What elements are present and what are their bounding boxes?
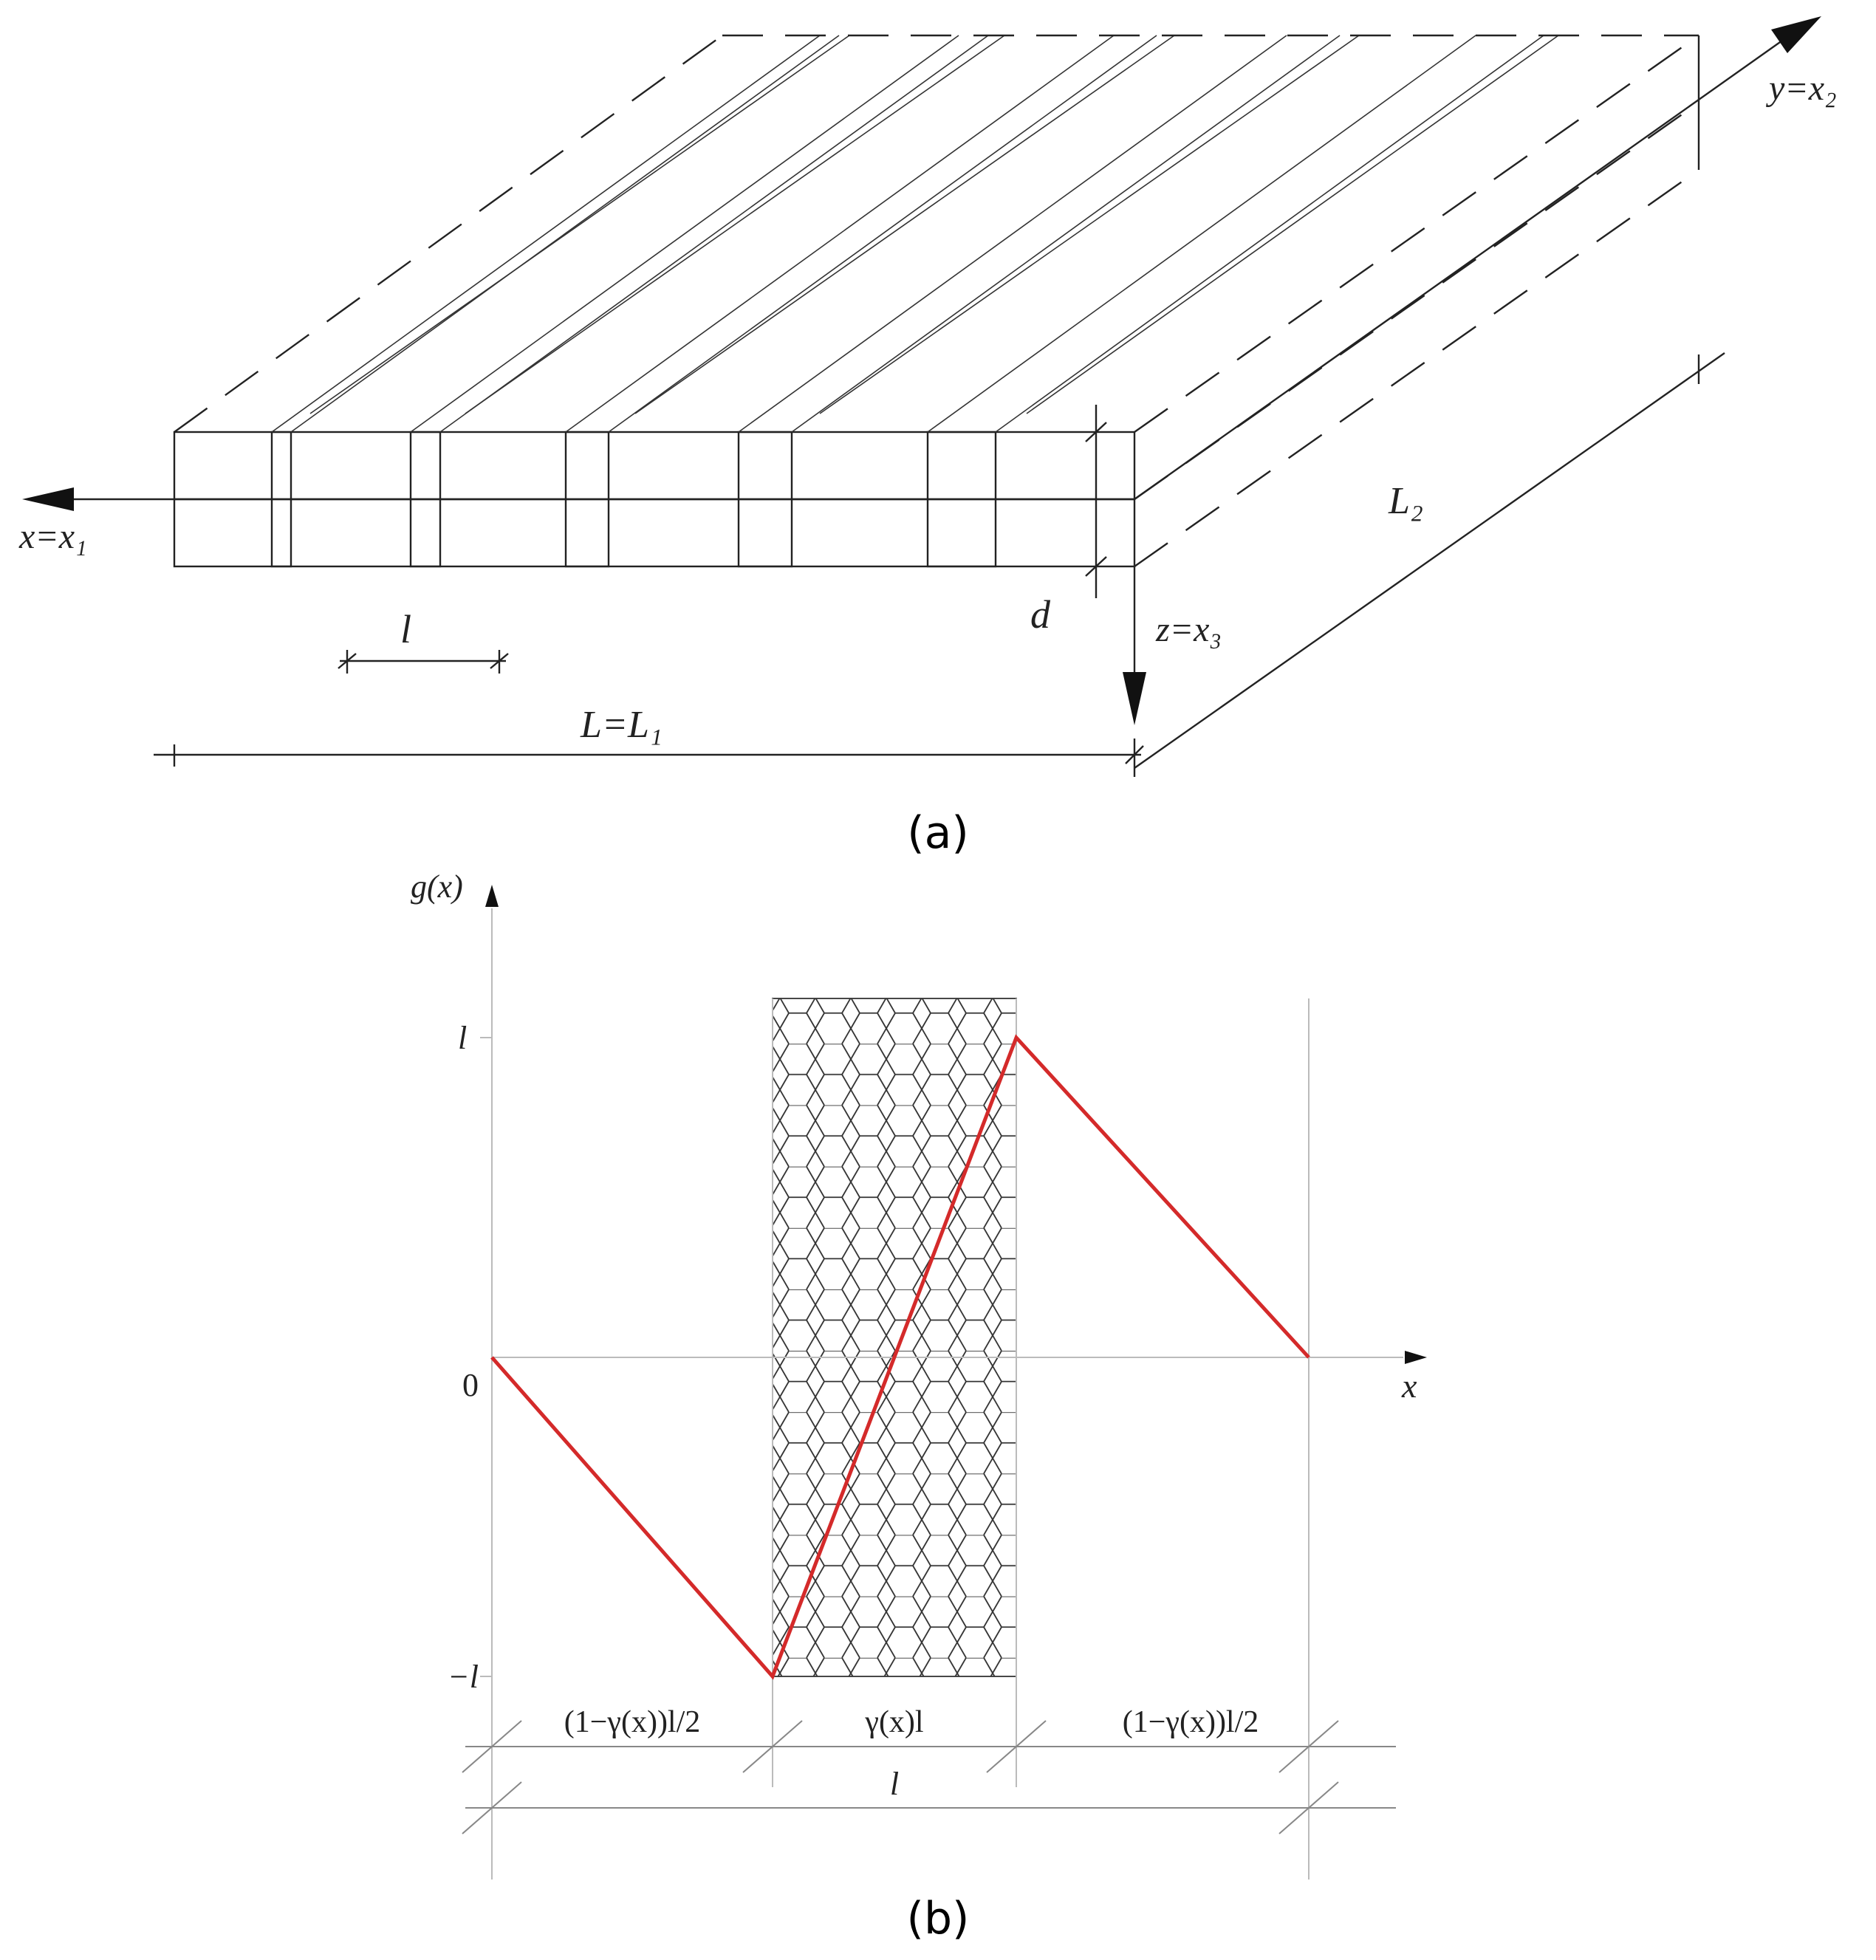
segment-mid-label: γ(x)l	[864, 1705, 923, 1739]
segment-right-label: (1−γ(x))l/2	[1123, 1705, 1259, 1739]
dimension-L2	[1134, 352, 1725, 769]
tick-bottom-label: −l	[448, 1659, 479, 1695]
dimension-L	[154, 739, 1144, 777]
honeycomb-band	[772, 998, 1017, 1677]
tick-zero-label: 0	[462, 1367, 479, 1403]
g-axis	[480, 885, 499, 1677]
panel-b: g(x) x l 0 −l (1−γ(x))l/2 γ(x)l (1−γ(x))…	[411, 868, 1427, 1944]
g-function-line	[490, 1034, 1310, 1680]
x-axis-b	[492, 1351, 1427, 1364]
x-axis-b-label: x	[1401, 1367, 1417, 1405]
dim-length-label: L=L₁	[580, 704, 663, 746]
dim-width-label: L₂	[1388, 480, 1423, 522]
y-axis-arrow	[1134, 16, 1821, 500]
x-axis-label: x=x₁	[18, 517, 87, 556]
dimension-d	[1085, 405, 1107, 598]
z-axis-arrow	[1123, 566, 1146, 725]
plate-hidden-edges	[174, 34, 1700, 567]
z-axis-label: z=x₃	[1155, 610, 1222, 649]
segment-dimension	[462, 1720, 1396, 1834]
g-axis-label: g(x)	[411, 868, 463, 905]
dim-period-label: l	[400, 607, 411, 651]
panel-a-caption: (a)	[907, 807, 969, 859]
x-axis-arrow	[22, 487, 1134, 511]
tick-top-label: l	[458, 1020, 467, 1056]
segment-total-label: l	[890, 1766, 899, 1802]
y-axis-label: y=x₂	[1765, 69, 1837, 108]
dim-thickness-label: d	[1030, 592, 1051, 637]
panel-b-caption: (b)	[907, 1893, 970, 1944]
strip-top-lines	[271, 35, 1559, 433]
segment-left-label: (1−γ(x))l/2	[564, 1705, 701, 1739]
panel-a: x=x₁ y=x₂ z=x₃ l L=L₁ L₂ d (a)	[18, 16, 1837, 859]
vertical-guides	[491, 998, 1310, 1880]
dimension-l	[338, 650, 509, 674]
